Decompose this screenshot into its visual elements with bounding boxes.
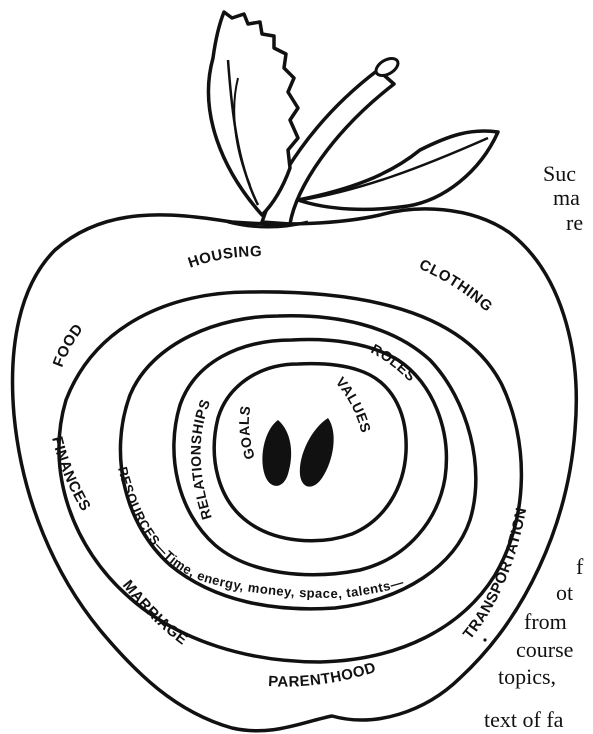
side-text-line-8: topics,: [498, 664, 557, 689]
ring-relationships: [172, 337, 449, 577]
side-text-line-5: ot: [556, 580, 574, 605]
leaf-left: [206, 10, 300, 217]
label-housing: HOUSING: [186, 243, 262, 271]
label-resources: RESOURCES—Time, energy, money, space, ta…: [115, 465, 405, 601]
side-text-line-6: from: [524, 609, 567, 634]
seed-left: [262, 420, 292, 486]
label-marriage: MARRIAGE: [119, 577, 191, 649]
label-relationships: RELATIONSHIPS: [188, 397, 215, 522]
side-text-line-1: Suc: [543, 161, 576, 186]
stem-cavity: [227, 220, 309, 229]
leaf-right-vein: [301, 136, 489, 202]
label-transportation: TRANSPORTATION: [460, 506, 531, 643]
label-goals: GOALS: [236, 404, 258, 461]
ring-resources: [118, 314, 478, 611]
side-text-line-9: text of fa: [484, 707, 564, 732]
side-text-line-2: ma: [553, 185, 580, 210]
apple-outline: [10, 207, 579, 733]
side-text-line-7: course: [516, 637, 574, 662]
label-clothing: CLOTHING: [417, 256, 496, 315]
label-values: VALUES: [333, 374, 375, 435]
speck-dot: [483, 638, 487, 642]
label-food: FOOD: [50, 321, 87, 370]
side-text-line-4: f: [576, 554, 584, 579]
seed-right: [299, 418, 334, 487]
label-finances: FINANCES: [48, 435, 94, 515]
leaf-left-inner: [233, 77, 251, 186]
side-text-line-3: re: [566, 210, 584, 235]
stem-tip: [374, 56, 400, 78]
ring-outer: [57, 290, 524, 664]
label-parenthood: PARENTHOOD: [268, 659, 378, 691]
ring-core: [212, 361, 408, 543]
